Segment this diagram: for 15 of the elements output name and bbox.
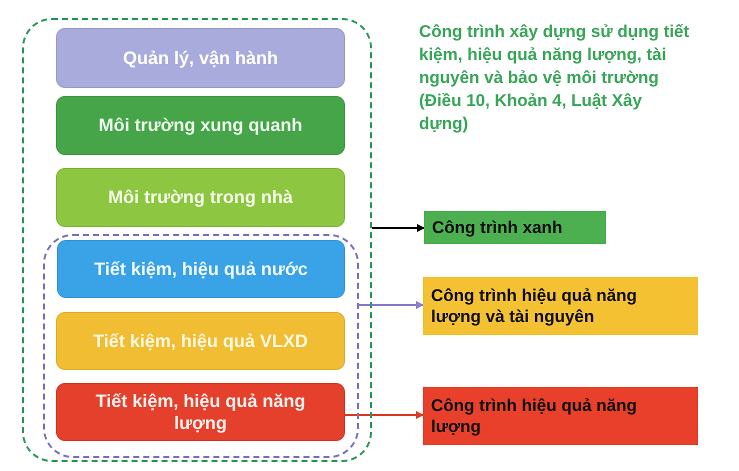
arrow xyxy=(359,301,424,309)
result-box: Công trình xanh xyxy=(424,211,606,244)
category-box: Tiết kiệm, hiệu quả nước xyxy=(57,240,345,298)
category-box: Quản lý, vận hành xyxy=(56,28,345,88)
dashed-group-frame xyxy=(22,18,372,462)
dashed-group-frame xyxy=(43,234,359,458)
result-box: Công trình hiệu quả năng lượng xyxy=(423,387,698,445)
result-box: Công trình hiệu quả năng lượng và tài nguyên xyxy=(423,277,698,335)
category-box: Tiết kiệm, hiệu quả năng lượng xyxy=(56,383,345,441)
note-text: Công trình xây dựng sử dụng tiết kiệm, hiệu quả năng lượng, tài nguyên và bảo vệ môi trường (Điều 10, Khoản 4, Luật Xây dựng) xyxy=(419,21,690,135)
arrow xyxy=(372,224,425,232)
category-box: Môi trường trong nhà xyxy=(56,168,345,227)
category-box: Môi trường xung quanh xyxy=(56,96,345,155)
arrow xyxy=(345,411,424,419)
category-box: Tiết kiệm, hiệu quả VLXD xyxy=(56,312,345,370)
